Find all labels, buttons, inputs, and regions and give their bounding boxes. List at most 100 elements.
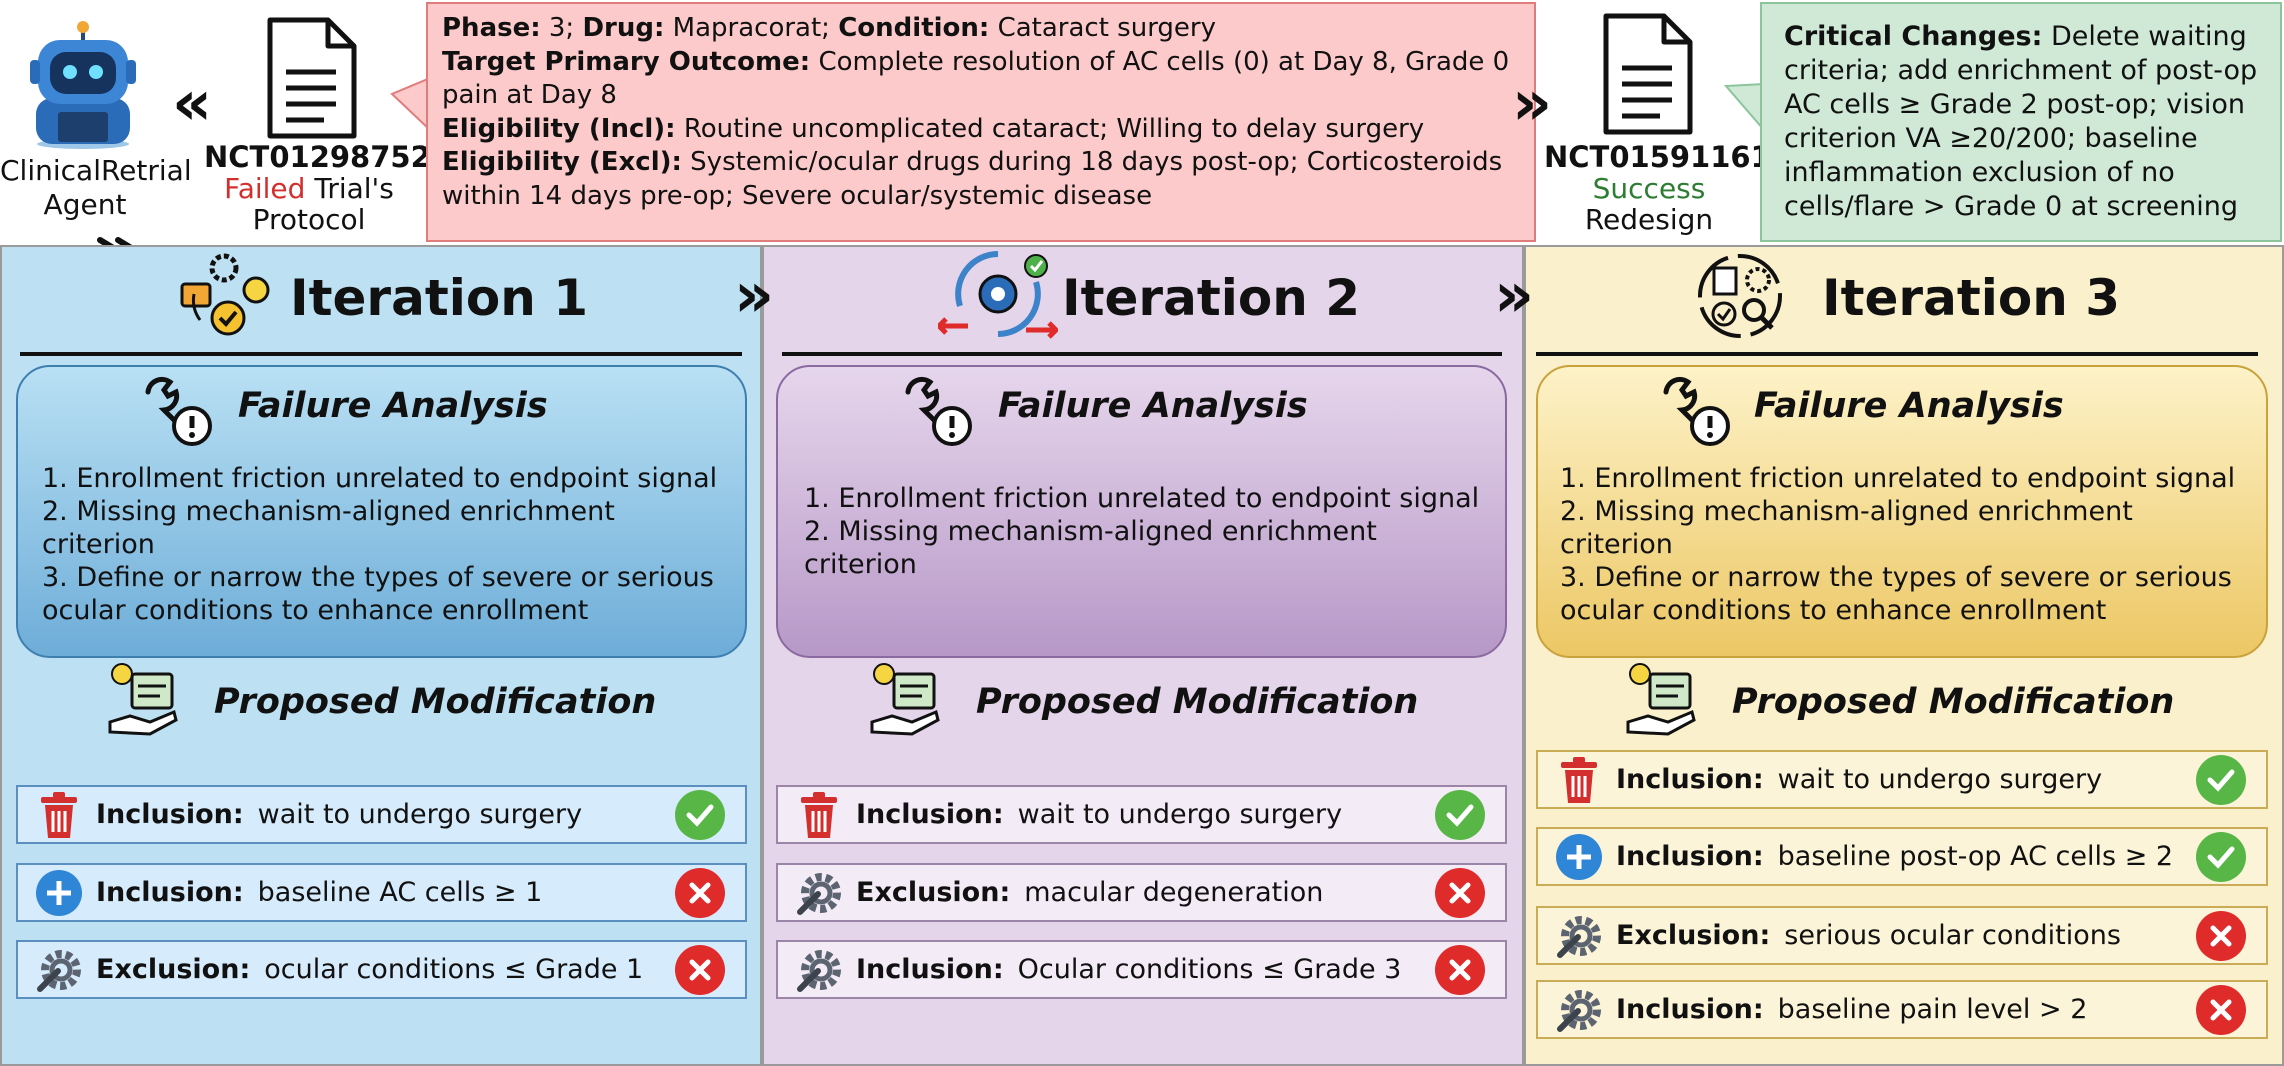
- plus-icon: [32, 866, 86, 920]
- agent-label-line1: ClinicalRetrial: [0, 154, 192, 187]
- modification-row: Inclusion: Ocular conditions ≤ Grade 3: [776, 940, 1507, 999]
- double-chevron-right-icon: »: [734, 258, 774, 331]
- modification-row: Inclusion: baseline post-op AC cells ≥ 2: [1536, 827, 2268, 886]
- double-chevron-right-icon: »: [1494, 258, 1534, 331]
- failure-item: 1. Enrollment friction unrelated to endp…: [1560, 463, 2236, 494]
- modification-text: baseline post-op AC cells ≥ 2: [1777, 841, 2174, 872]
- plus-icon: [1552, 830, 1606, 884]
- modification-type: Exclusion:: [96, 954, 251, 985]
- outcome-key: Target Primary Outcome:: [442, 46, 811, 77]
- failure-list-3: 1. Enrollment friction unrelated to endp…: [1560, 462, 2250, 627]
- modification-row: Exclusion: ocular conditions ≤ Grade 1: [16, 940, 747, 999]
- idea-hand-icon: [104, 660, 184, 740]
- failure-item: 1. Enrollment friction unrelated to endp…: [804, 483, 1480, 514]
- critical-key: Critical Changes:: [1784, 21, 2043, 52]
- modification-text: baseline pain level > 2: [1777, 994, 2088, 1025]
- cross-icon: [1435, 867, 1485, 918]
- success-trial-id: NCT01591161: [1544, 140, 1771, 174]
- modification-row: Inclusion: wait to undergo surgery: [776, 785, 1507, 844]
- failure-analysis-box-3: [1536, 365, 2268, 658]
- modification-text: macular degeneration: [1024, 877, 1324, 908]
- iteration-2-divider: [782, 352, 1502, 356]
- modification-row: Inclusion: wait to undergo surgery: [1536, 750, 2268, 809]
- modification-type: Exclusion:: [856, 877, 1011, 908]
- check-icon: [2196, 754, 2246, 805]
- failure-item: 2. Missing mechanism-aligned enrichment …: [42, 496, 615, 560]
- critical-value: Delete waiting criteria; add enrichment …: [1784, 21, 2258, 222]
- phase-key: Phase:: [442, 13, 541, 43]
- inclusion-value: Routine uncomplicated cataract; Willing …: [683, 113, 1425, 144]
- wrench-warning-icon: [1658, 374, 1734, 448]
- modification-text: wait to undergo surgery: [257, 799, 583, 830]
- drug-value: Mapracorat;: [672, 13, 830, 43]
- modification-text: wait to undergo surgery: [1017, 799, 1343, 830]
- failure-list-2: 1. Enrollment friction unrelated to endp…: [804, 482, 1494, 581]
- failed-status: Failed: [224, 172, 306, 205]
- cross-icon: [2196, 984, 2246, 1035]
- modification-row: Exclusion: serious ocular conditions: [1536, 906, 2268, 965]
- iteration-3-divider: [1536, 352, 2258, 356]
- modification-text: wait to undergo surgery: [1777, 764, 2103, 795]
- iteration-3-title: Iteration 3: [1822, 269, 2120, 327]
- modification-row: Inclusion: baseline pain level > 2: [1536, 980, 2268, 1039]
- modification-row: Inclusion: baseline AC cells ≥ 1: [16, 863, 747, 922]
- cross-icon: [2196, 910, 2246, 961]
- wrench-warning-icon: [900, 374, 976, 448]
- trash-icon: [792, 788, 846, 842]
- cross-icon: [1435, 944, 1485, 995]
- condition-value: Cataract surgery: [997, 13, 1217, 43]
- modification-type: Exclusion:: [1616, 920, 1771, 951]
- success-document-icon: [1600, 12, 1696, 136]
- modification-type: Inclusion:: [1616, 994, 1764, 1025]
- failure-analysis-title-3: Failure Analysis: [1754, 386, 2064, 426]
- trash-icon: [1552, 753, 1606, 807]
- modification-type: Inclusion:: [856, 799, 1004, 830]
- protocol-summary-box: Phase: 3; Drug: Mapracorat; Condition: C…: [426, 2, 1536, 242]
- modification-type: Inclusion:: [1616, 764, 1764, 795]
- drug-key: Drug:: [582, 13, 665, 43]
- agent-label-line2: Agent: [43, 188, 127, 221]
- proposed-modification-title-3: Proposed Modification: [1732, 682, 2175, 722]
- phase-value: 3;: [548, 13, 575, 43]
- failure-analysis-box-2: [776, 365, 1507, 658]
- modification-text: ocular conditions ≤ Grade 1: [264, 954, 644, 985]
- outcome-value: Complete resolution of AC cells (0) at D…: [442, 46, 1510, 111]
- trash-icon: [32, 788, 86, 842]
- failed-document-icon: [264, 16, 360, 140]
- iteration-1-header-icon: [180, 248, 276, 342]
- iteration-1-divider: [20, 352, 742, 356]
- modification-text: baseline AC cells ≥ 1: [257, 877, 543, 908]
- failure-analysis-box-1: [16, 365, 747, 658]
- wrench-gear-icon: [792, 866, 846, 920]
- iteration-3-header-icon: [1692, 248, 1788, 344]
- double-chevron-left-icon: «: [172, 66, 212, 139]
- success-redesign-label: Redesign: [1584, 203, 1714, 236]
- failure-item: 2. Missing mechanism-aligned enrichment …: [804, 516, 1377, 580]
- wrench-gear-icon: [1552, 909, 1606, 963]
- wrench-gear-icon: [1552, 983, 1606, 1037]
- wrench-gear-icon: [32, 943, 86, 997]
- failure-analysis-title-2: Failure Analysis: [998, 386, 1308, 426]
- iteration-1-title: Iteration 1: [290, 269, 588, 327]
- wrench-warning-icon: [140, 374, 216, 448]
- cross-icon: [675, 867, 725, 918]
- proposed-modification-title-2: Proposed Modification: [976, 682, 1419, 722]
- modification-type: Inclusion:: [96, 877, 244, 908]
- idea-hand-icon: [866, 660, 946, 740]
- modification-type: Inclusion:: [856, 954, 1004, 985]
- success-status: Success: [1592, 172, 1706, 205]
- failure-item: 2. Missing mechanism-aligned enrichment …: [1560, 496, 2133, 560]
- exclusion-key: Eligibility (Excl):: [442, 147, 682, 177]
- modification-type: Inclusion:: [96, 799, 244, 830]
- cross-icon: [675, 944, 725, 995]
- failed-suffix: Trial's: [314, 172, 394, 205]
- check-icon: [1435, 789, 1485, 840]
- failure-item: 3. Define or narrow the types of severe …: [42, 562, 714, 626]
- robot-agent-icon: [22, 20, 144, 150]
- failed-trial-id: NCT01298752: [204, 140, 431, 174]
- double-chevron-right-icon: »: [1512, 66, 1552, 139]
- critical-callout-tail: [1723, 80, 1765, 140]
- protocol-callout-tail: [390, 74, 431, 134]
- modification-text: serious ocular conditions: [1784, 920, 2121, 951]
- failure-list-1: 1. Enrollment friction unrelated to endp…: [42, 462, 732, 627]
